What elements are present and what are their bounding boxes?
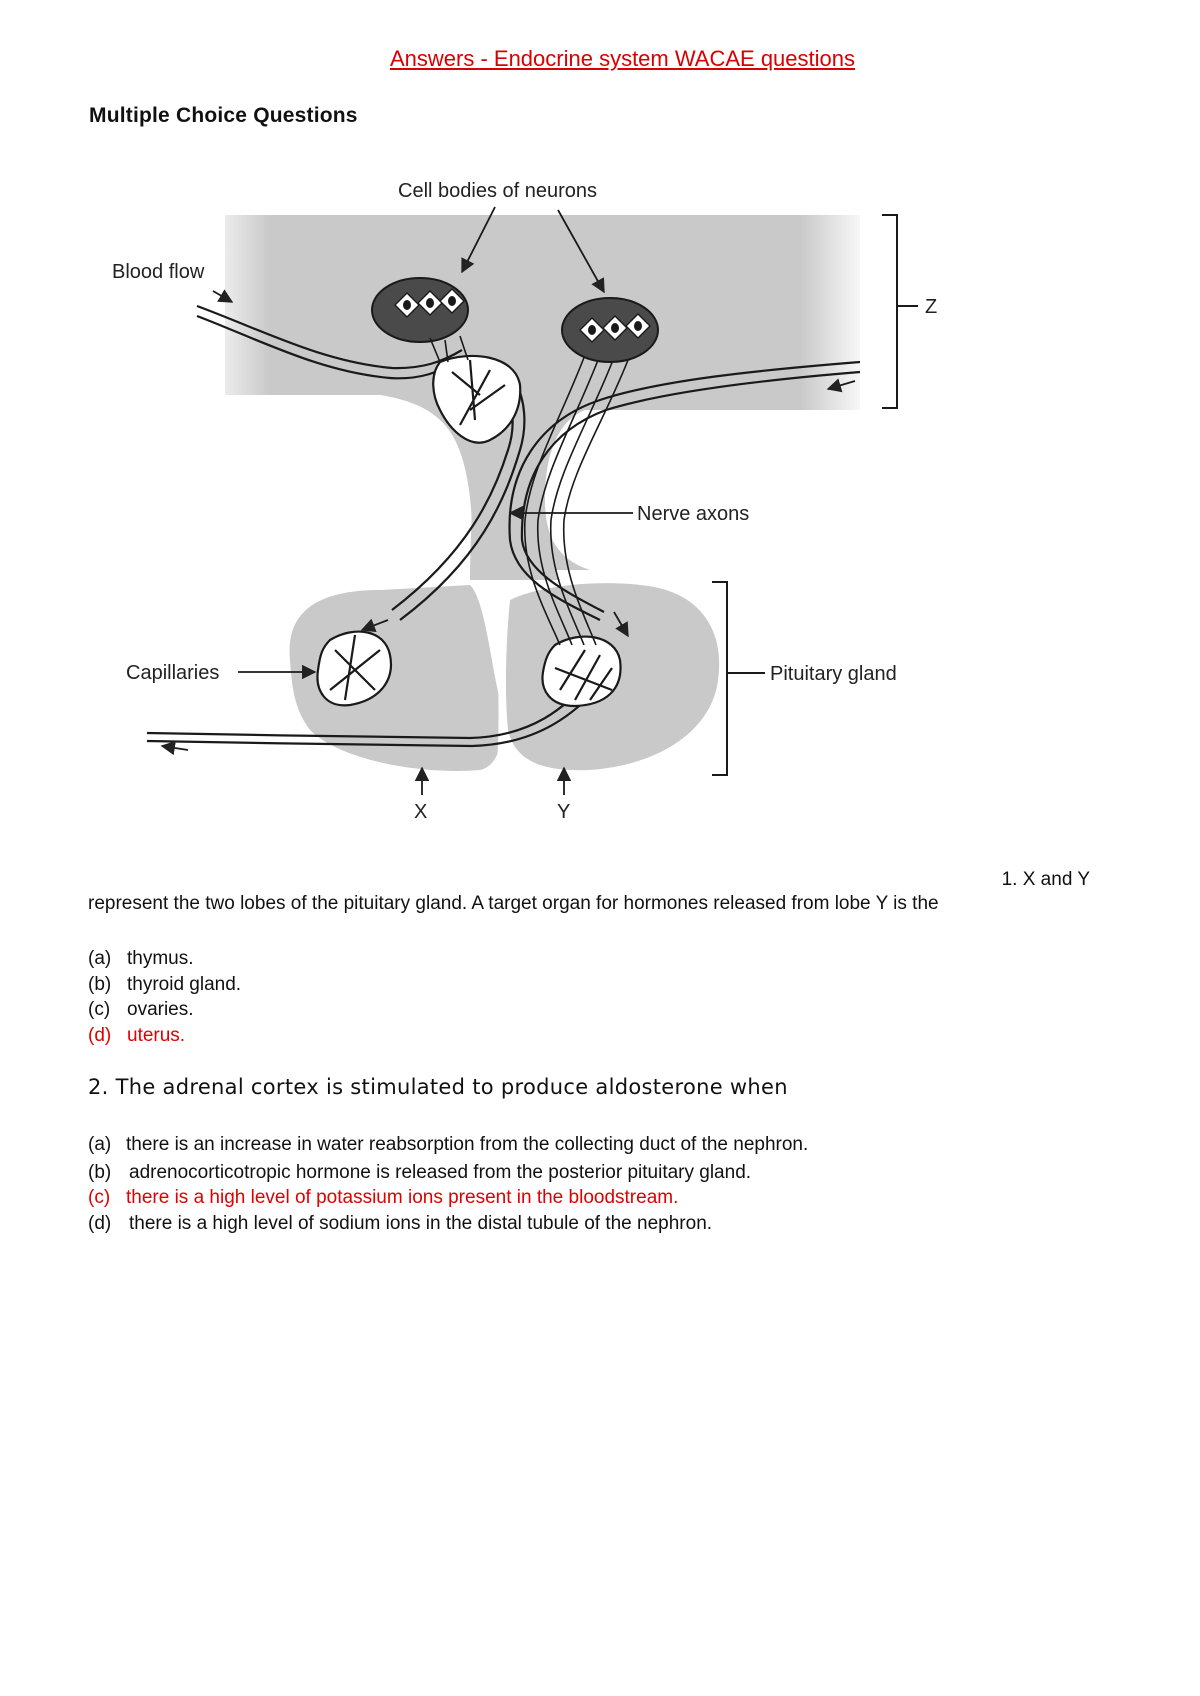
bracket-z bbox=[882, 214, 918, 409]
label-nerve-axons: Nerve axons bbox=[637, 503, 749, 525]
option-text: uterus. bbox=[127, 1025, 186, 1046]
label-pituitary-gland: Pituitary gland bbox=[770, 663, 897, 685]
option-label: (a) bbox=[88, 948, 112, 969]
option-label: (a) bbox=[88, 1134, 112, 1155]
capillary-bed-upper bbox=[432, 354, 522, 444]
label-x: X bbox=[414, 801, 427, 823]
option-text: there is a high level of sodium ions in … bbox=[129, 1213, 713, 1234]
option-label: (b) bbox=[88, 974, 112, 995]
q1-number: 1. X and Y bbox=[1001, 869, 1090, 890]
label-blood-flow: Blood flow bbox=[112, 261, 205, 283]
q2-option-a: (a) there is an increase in water reabsor… bbox=[88, 1134, 808, 1156]
capillary-bed-right bbox=[541, 635, 622, 708]
q1-text: represent the two lobes of the pituitary… bbox=[88, 893, 939, 914]
option-label: (c) bbox=[88, 1187, 111, 1208]
option-text: there is an increase in water reabsorpti… bbox=[126, 1134, 809, 1155]
label-capillaries: Capillaries bbox=[126, 662, 219, 684]
q1-option-d-correct: (d) uterus. bbox=[88, 1025, 185, 1047]
q2-text: 2. The adrenal cortex is stimulated to p… bbox=[88, 1075, 788, 1099]
q2-option-d: (d) there is a high level of sodium ions … bbox=[88, 1213, 712, 1235]
pointer-arrows bbox=[160, 206, 856, 795]
option-text: there is a high level of potassium ions … bbox=[126, 1187, 679, 1208]
q2-option-c-correct: (c) there is a high level of potassium io… bbox=[88, 1187, 678, 1209]
cell-cluster-left bbox=[371, 277, 469, 363]
q2-option-b: (b) adrenocorticotropic hormone is releas… bbox=[88, 1162, 751, 1184]
option-text: thymus. bbox=[127, 948, 194, 969]
cell-cluster-right bbox=[561, 297, 659, 363]
q1-option-b: (b) thyroid gland. bbox=[88, 974, 241, 996]
option-label: (b) bbox=[88, 1162, 112, 1183]
q1-option-a: (a) thymus. bbox=[88, 948, 194, 970]
label-y: Y bbox=[557, 801, 570, 823]
option-text: thyroid gland. bbox=[127, 974, 242, 995]
lobe-x bbox=[289, 585, 502, 771]
nerve-axons bbox=[523, 354, 631, 646]
capillary-bed-left bbox=[316, 630, 393, 707]
label-cell-bodies: Cell bodies of neurons bbox=[398, 180, 597, 202]
label-z: Z bbox=[925, 296, 937, 318]
page-title: Answers - Endocrine system WACAE questio… bbox=[389, 46, 856, 71]
option-label: (d) bbox=[88, 1025, 112, 1046]
option-text: ovaries. bbox=[127, 999, 194, 1020]
bracket-pituitary bbox=[712, 581, 765, 776]
option-label: (c) bbox=[88, 999, 111, 1020]
pituitary-diagram: Cell bodies of neurons Blood flow Z Nerv… bbox=[112, 180, 937, 823]
section-heading: Multiple Choice Questions bbox=[89, 104, 358, 127]
option-text: adrenocorticotropic hormone is released … bbox=[129, 1162, 752, 1183]
option-label: (d) bbox=[88, 1213, 112, 1234]
q1-option-c: (c) ovaries. bbox=[88, 999, 194, 1021]
